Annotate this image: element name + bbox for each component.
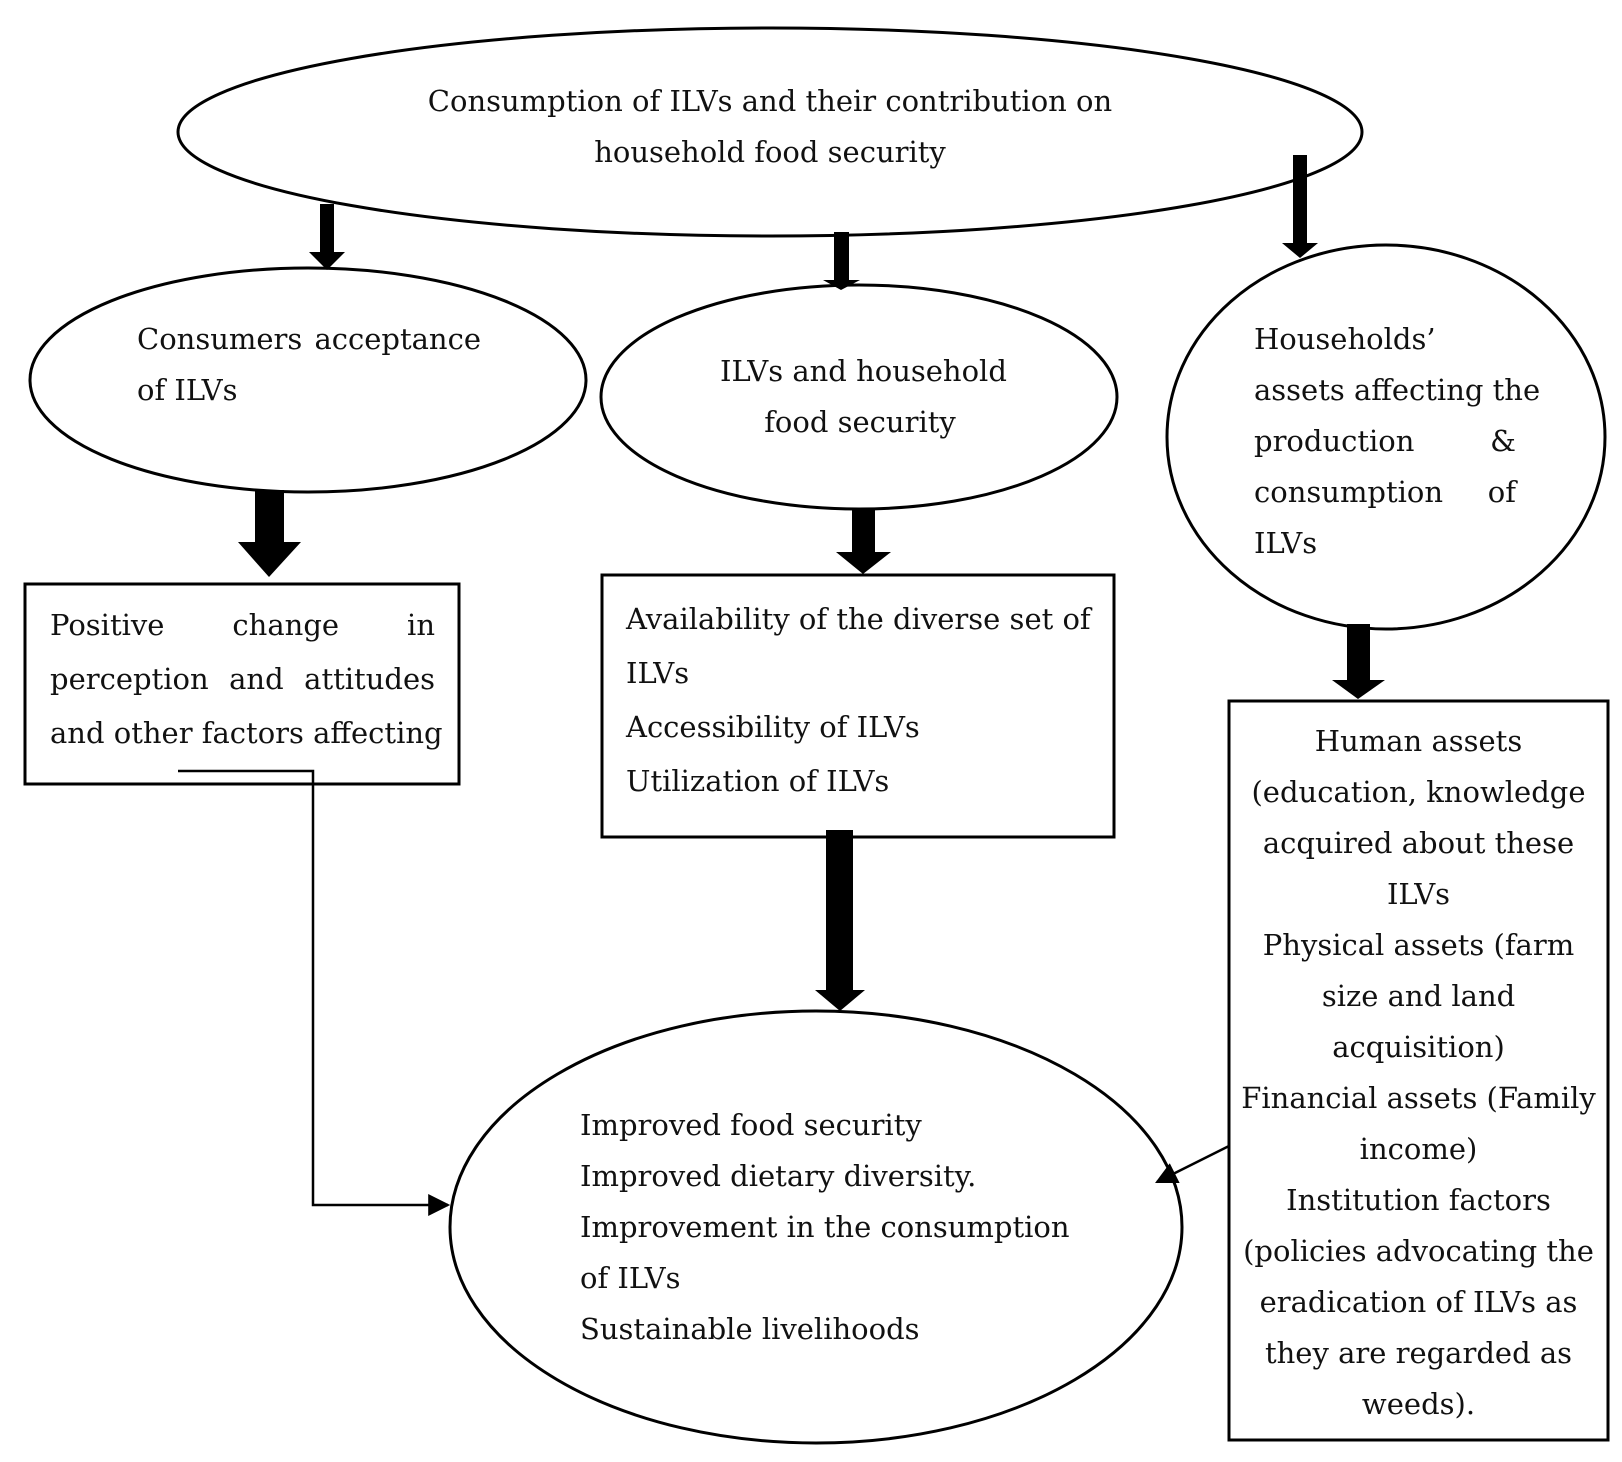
text-line: eradication of ILVs as	[1259, 1285, 1578, 1319]
text-line: Availability of the diverse set of	[626, 602, 1091, 636]
text-line: Accessibility of ILVs	[626, 710, 920, 744]
availability-box	[600, 573, 1116, 839]
connector-perception-to-outcome	[178, 769, 451, 1216]
text-line: (education, knowledge	[1251, 775, 1586, 809]
text-line: they are regarded as	[1264, 1336, 1573, 1370]
perception-box-text: Positive change in perception and attitu…	[50, 598, 443, 760]
connector-assets-box-to-outcome	[1155, 1144, 1230, 1184]
text-line: food security	[764, 405, 956, 439]
text-line: (policies advocating the	[1243, 1234, 1594, 1268]
text-line: ILVs and household	[720, 354, 1007, 388]
text-line: Positive change in	[50, 608, 435, 642]
perception-box	[23, 582, 461, 786]
text-line: ILVs	[626, 656, 690, 690]
assets-ellipse	[1165, 243, 1607, 631]
text-line: assets affecting the	[1254, 373, 1541, 407]
assets-box-text: Human assets (education, knowledge acqui…	[1240, 716, 1597, 1430]
assets-box	[1227, 699, 1610, 1442]
text-line: consumption of	[1254, 475, 1516, 509]
text-line: ILVs	[1254, 526, 1318, 560]
text-line: Physical assets (farm	[1262, 928, 1575, 962]
assets-ellipse-text: Households’ assets affecting the product…	[1254, 314, 1541, 569]
arrow-food-security-to-availability	[836, 509, 891, 574]
text-line: Financial assets (Family	[1241, 1081, 1596, 1115]
text-line: acquired about these	[1262, 826, 1575, 860]
text-line: ILVs	[1386, 877, 1451, 911]
availability-box-text: Availability of the diverse set of ILVs …	[626, 592, 1091, 808]
text-line: Improved dietary diversity.	[580, 1159, 977, 1193]
text-line: Consumers acceptance	[137, 322, 481, 356]
text-line: Consumption of ILVs and their contributi…	[427, 84, 1113, 118]
text-line: acquisition)	[1332, 1030, 1505, 1064]
text-line: Institution factors	[1286, 1183, 1551, 1217]
arrow-top-to-food-security	[823, 232, 860, 290]
arrow-assets-to-assets-box	[1332, 624, 1385, 699]
text-line: of ILVs	[137, 373, 238, 407]
acceptance-ellipse-text: Consumers acceptance of ILVs	[137, 314, 481, 416]
text-line: Households’	[1254, 322, 1436, 356]
text-line: production &	[1254, 424, 1516, 458]
text-line: weeds).	[1361, 1387, 1476, 1421]
text-line: income)	[1359, 1132, 1478, 1166]
arrow-acceptance-to-perception	[238, 490, 301, 577]
text-line: Sustainable livelihoods	[580, 1312, 920, 1346]
text-line: size and land	[1321, 979, 1516, 1013]
top-ellipse-text: Consumption of ILVs and their contributi…	[420, 76, 1120, 178]
outcome-ellipse-text: Improved food security Improved dietary …	[580, 1100, 1070, 1355]
outcome-ellipse	[448, 1009, 1184, 1445]
text-line: Utilization of ILVs	[626, 764, 890, 798]
food-security-ellipse-text: ILVs and household food security	[720, 346, 1007, 448]
top-ellipse	[176, 26, 1364, 238]
arrow-availability-to-outcome	[815, 830, 865, 1011]
arrow-top-to-assets	[1282, 155, 1318, 258]
text-line: and other factors affecting	[50, 716, 443, 750]
acceptance-ellipse	[28, 266, 588, 494]
text-line: Improvement in the consumption	[580, 1210, 1070, 1244]
text-line: household food security	[594, 135, 946, 169]
arrow-top-to-acceptance	[309, 204, 345, 270]
text-line: Human assets	[1314, 724, 1523, 758]
text-line: of ILVs	[580, 1261, 681, 1295]
text-line: perception and attitudes	[50, 662, 435, 696]
text-line: Improved food security	[580, 1108, 922, 1142]
